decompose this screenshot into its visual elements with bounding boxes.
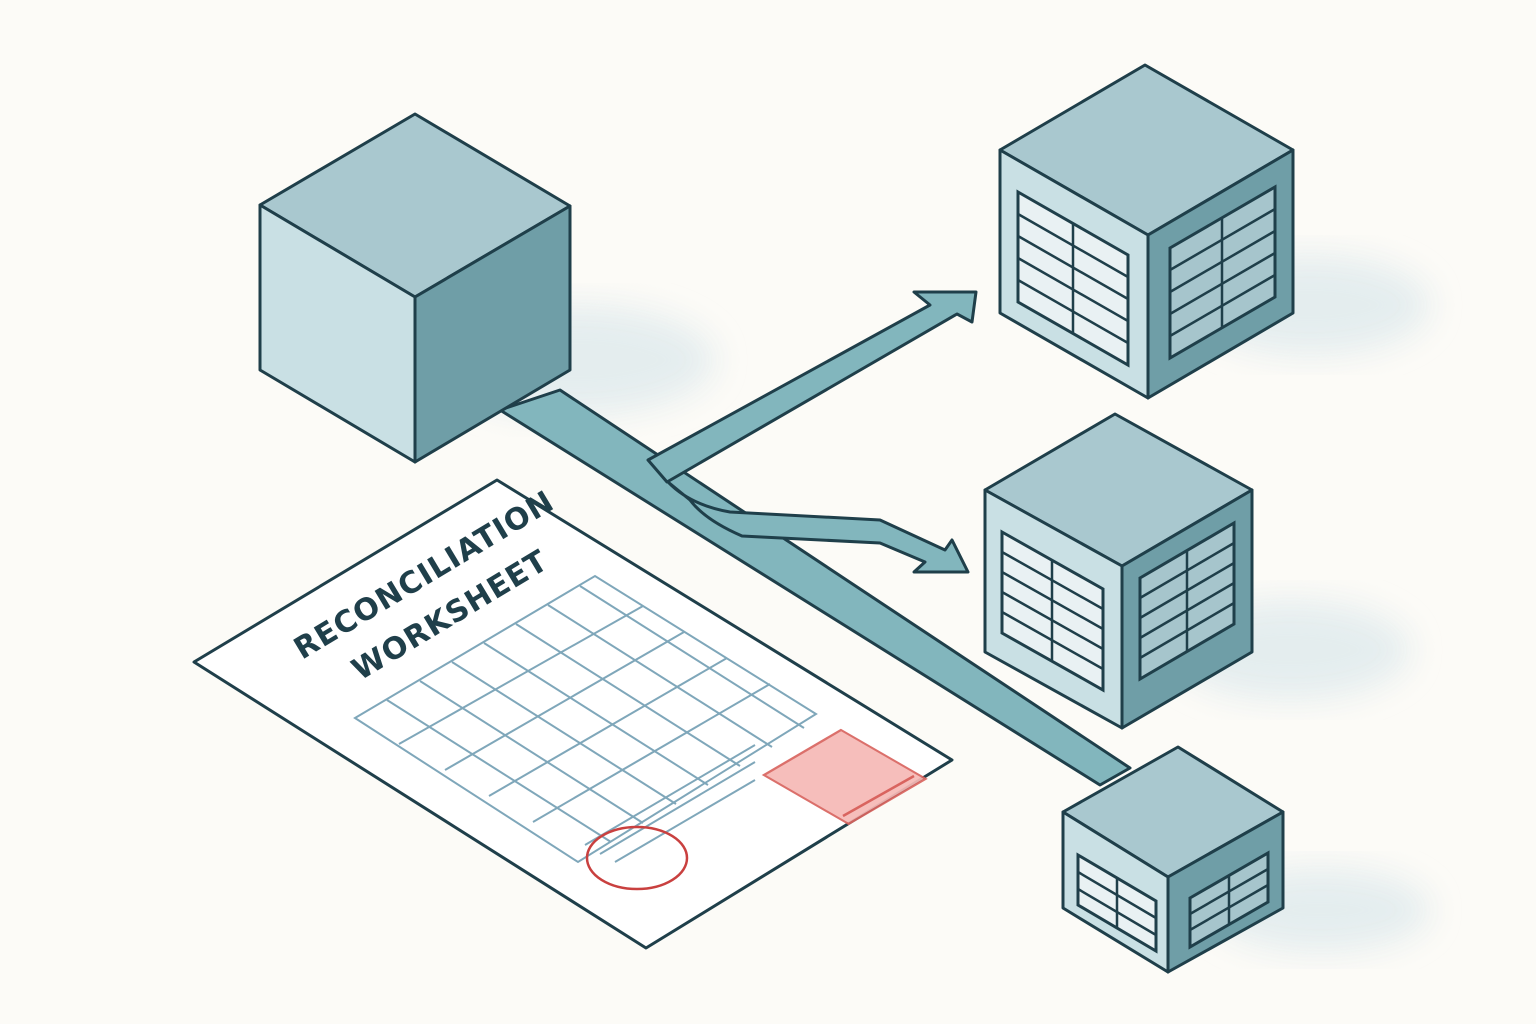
middle-target-cube [983,412,1254,730]
middle-branch-arrow [666,480,970,574]
top-target-cube [998,63,1295,400]
middle-target-left-table-icon [1000,529,1105,693]
mismatch-highlight [761,728,928,826]
discrepancy-circle-mark [585,825,689,891]
middle-target-right-table-icon [1138,520,1236,682]
top-target-left-table-icon [1016,189,1130,368]
bottom-target-right-table-icon [1188,850,1270,950]
worksheet-paper [192,478,954,950]
mismatch-highlight-divider [842,774,915,818]
bottom-target-cube [1061,745,1285,974]
source-cube-right [413,204,572,464]
source-cube [258,112,572,464]
upper-branch-arrow [646,290,978,484]
top-target-right-table-icon [1168,184,1277,361]
bottom-target-left-table-icon [1076,852,1158,954]
main-connector-path [498,388,1132,787]
worksheet-grid [353,574,818,864]
reconciliation-worksheet: RECONCILIATION WORKSHEET [192,478,954,950]
